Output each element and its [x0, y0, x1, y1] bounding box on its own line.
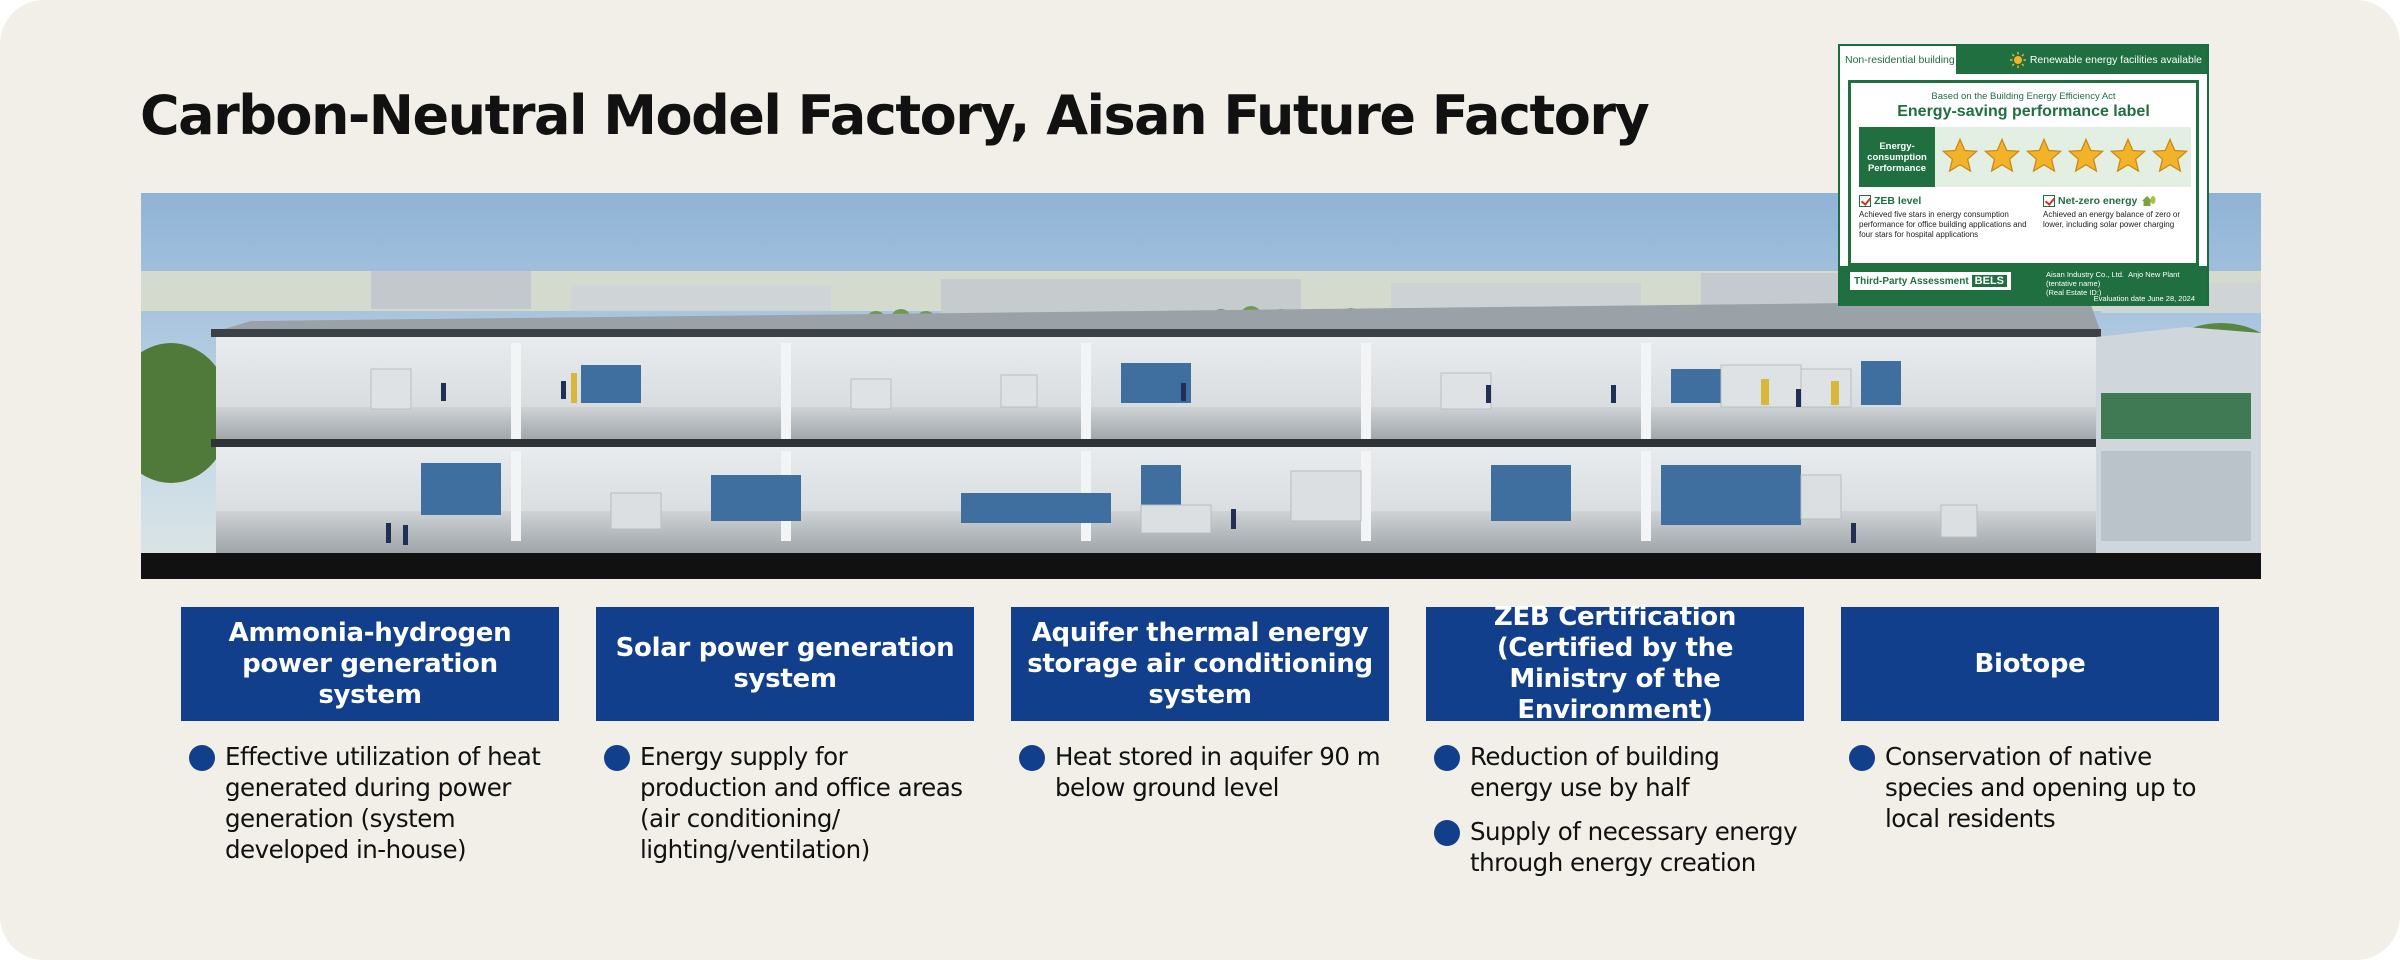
star-icon — [2109, 137, 2147, 173]
owner-company: Aisan Industry Co., Ltd. — [2046, 270, 2124, 279]
star-icon — [1941, 137, 1979, 173]
checkbox-checked-icon — [1859, 195, 1871, 207]
label-header-renewable-text: Renewable energy facilities available — [2029, 54, 2202, 66]
zeb-level-text: Achieved five stars in energy consumptio… — [1859, 210, 2027, 239]
label-main-title: Energy-saving performance label — [1897, 103, 2150, 120]
star-icon — [2025, 137, 2063, 173]
label-owner: Aisan Industry Co., Ltd. Anjo New Plant … — [2046, 270, 2196, 297]
star-icon — [1983, 137, 2021, 173]
feature-bullets: Reduction of building energy use by half… — [1426, 741, 1804, 878]
zeb-level-title: ZEB level — [1859, 195, 2039, 207]
evaluation-date: Evaluation date June 28, 2024 — [2093, 294, 2195, 303]
bullet-text: Heat stored in aquifer 90 m below ground… — [1055, 742, 1381, 802]
zeb-level-title-text: ZEB level — [1874, 195, 1922, 207]
feature-heading: Ammonia-hydrogen power generation system — [181, 607, 559, 721]
energy-performance-label: Non-residential building Renewable energ… — [1838, 44, 2209, 306]
feature-bullet: Reduction of building energy use by half — [1434, 741, 1804, 803]
net-zero-title: Net-zero energy — [2043, 195, 2193, 207]
feature-bullet: Effective utilization of heat generated … — [189, 741, 559, 865]
bels-logo: BELS — [1971, 275, 2008, 287]
feature-bullets: Energy supply for production and office … — [596, 741, 974, 865]
label-subtitle: Based on the Building Energy Efficiency … — [1931, 91, 2116, 102]
feature-bullet: Heat stored in aquifer 90 m below ground… — [1019, 741, 1389, 803]
feature-heading: Aquifer thermal energy storage air condi… — [1011, 607, 1389, 721]
owner-id: (Real Estate ID:) — [2046, 288, 2102, 297]
feature-bullets: Effective utilization of heat generated … — [181, 741, 559, 865]
bullet-dot-icon — [1019, 745, 1045, 771]
zeb-level-section: ZEB level Achieved five stars in energy … — [1859, 195, 2039, 240]
house-leaf-icon — [2142, 196, 2156, 206]
feature-bullet: Conservation of native species and openi… — [1849, 741, 2219, 834]
sun-icon — [2009, 52, 2026, 68]
bullet-text: Energy supply for production and office … — [640, 742, 963, 864]
net-zero-section: Net-zero energy Achieved an energy balan… — [2043, 195, 2193, 230]
label-rating-row: Energy-consumption Performance — [1859, 127, 2191, 187]
feature-ammonia-hydrogen: Ammonia-hydrogen power generation system… — [181, 607, 559, 878]
feature-heading: Biotope — [1841, 607, 2219, 721]
owner-plant: Anjo New Plant (tentative name) — [2046, 270, 2180, 288]
bullet-text: Effective utilization of heat generated … — [225, 742, 541, 864]
page-title: Carbon-Neutral Model Factory, Aisan Futu… — [140, 84, 1650, 147]
feature-heading: ZEB Certification (Certified by the Mini… — [1426, 602, 1804, 725]
bullet-text: Reduction of building energy use by half — [1470, 742, 1720, 802]
feature-solar-power: Solar power generation system Energy sup… — [596, 607, 974, 878]
label-header-building-type: Non-residential building — [1840, 46, 1956, 74]
bullet-dot-icon — [1849, 745, 1875, 771]
feature-zeb-certification: ZEB Certification (Certified by the Mini… — [1426, 602, 1804, 891]
feature-heading: Solar power generation system — [596, 607, 974, 721]
feature-bullets: Conservation of native species and openi… — [1841, 741, 2219, 834]
feature-bullets: Heat stored in aquifer 90 m below ground… — [1011, 741, 1389, 803]
bullet-dot-icon — [1434, 820, 1460, 846]
star-icon — [2151, 137, 2189, 173]
label-header-renewable: Renewable energy facilities available — [2009, 46, 2202, 74]
bullet-text: Supply of necessary energy through energ… — [1470, 817, 1798, 877]
bullet-text: Conservation of native species and openi… — [1885, 742, 2196, 833]
feature-bullet: Supply of necessary energy through energ… — [1434, 816, 1804, 878]
net-zero-text: Achieved an energy balance of zero or lo… — [2043, 210, 2180, 229]
feature-biotope: Biotope Conservation of native species a… — [1841, 607, 2219, 847]
feature-bullet: Energy supply for production and office … — [604, 741, 974, 865]
assessment-text: Third-Party Assessment — [1854, 276, 1969, 287]
label-body: Based on the Building Energy Efficiency … — [1848, 80, 2199, 266]
net-zero-title-text: Net-zero energy — [2058, 195, 2138, 207]
feature-aquifer-thermal: Aquifer thermal energy storage air condi… — [1011, 607, 1389, 816]
checkbox-checked-icon — [2043, 195, 2055, 207]
bullet-dot-icon — [1434, 745, 1460, 771]
rating-tag: Energy-consumption Performance — [1859, 127, 1935, 187]
star-icon — [2067, 137, 2105, 173]
star-rating — [1941, 136, 2189, 176]
bullet-dot-icon — [604, 745, 630, 771]
label-header: Non-residential building Renewable energ… — [1840, 46, 2207, 74]
bullet-dot-icon — [189, 745, 215, 771]
